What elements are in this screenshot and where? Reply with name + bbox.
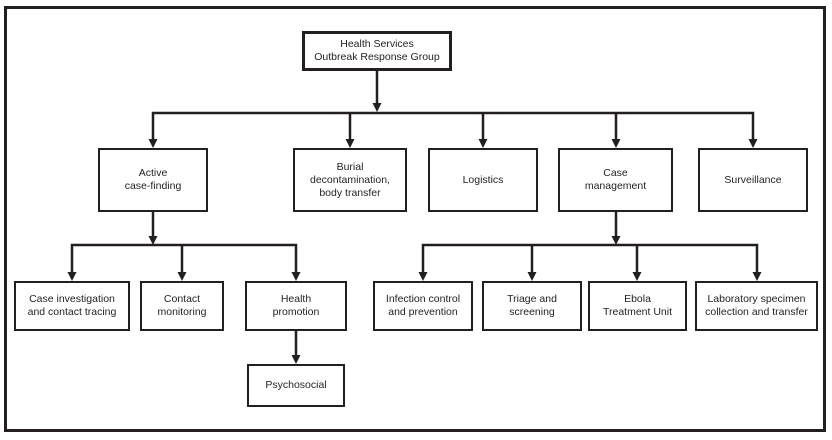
node-contact-monitoring-label: Contact monitoring (157, 293, 207, 318)
node-contact-monitoring: Contact monitoring (140, 281, 224, 331)
node-case-investigation-contact-tracing: Case investigation and contact tracing (14, 281, 130, 331)
node-logistics-label: Logistics (462, 173, 504, 186)
node-psychosocial: Psychosocial (247, 364, 345, 407)
node-active-case-finding: Active case-finding (98, 148, 208, 212)
node-triage-screening: Triage and screening (482, 281, 582, 331)
diagram-border-frame (4, 6, 826, 432)
node-logistics: Logistics (428, 148, 538, 212)
node-laboratory-specimen-collection-transfer: Laboratory specimen collection and trans… (695, 281, 818, 331)
node-burial-decontamination-label: Burial decontamination, body transfer (310, 160, 390, 199)
node-infection-control-label: Infection control and prevention (385, 293, 461, 318)
node-psychosocial-label: Psychosocial (265, 379, 327, 391)
node-burial-decontamination-body-transfer: Burial decontamination, body transfer (293, 148, 407, 212)
node-case-investigation-label: Case investigation and contact tracing (27, 293, 117, 318)
node-health-promotion-label: Health promotion (272, 293, 320, 318)
node-laboratory-specimen-label: Laboratory specimen collection and trans… (705, 293, 808, 318)
node-surveillance-label: Surveillance (724, 173, 782, 186)
node-case-management: Case management (558, 148, 673, 212)
node-triage-screening-label: Triage and screening (507, 293, 557, 318)
node-active-case-finding-label: Active case-finding (124, 167, 182, 192)
node-health-promotion: Health promotion (245, 281, 347, 331)
node-health-services-outbreak-response-group: Health Services Outbreak Response Group (302, 31, 452, 71)
node-ebola-treatment-unit: Ebola Treatment Unit (588, 281, 687, 331)
node-health-services-label: Health Services Outbreak Response Group (314, 38, 440, 63)
node-ebola-treatment-unit-label: Ebola Treatment Unit (602, 293, 673, 318)
node-case-management-label: Case management (584, 167, 647, 192)
node-surveillance: Surveillance (698, 148, 808, 212)
node-infection-control-prevention: Infection control and prevention (373, 281, 473, 331)
